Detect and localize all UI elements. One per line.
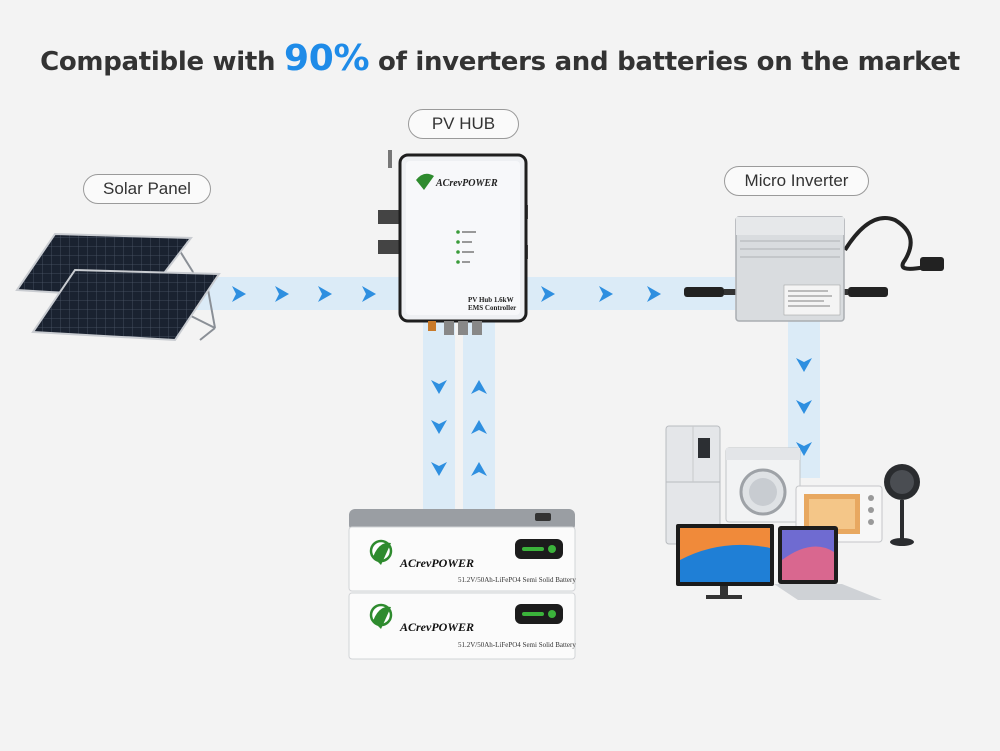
headline-highlight: 90%	[283, 38, 370, 79]
pv-hub-label-text: PV HUB	[431, 114, 496, 133]
arrow-down-icon	[431, 462, 447, 476]
hub-model-line1: PV Hub 1.6kW	[468, 296, 514, 304]
hub-brand-text: ACrevPOWER	[435, 178, 498, 189]
headline-before: Compatible with	[40, 47, 284, 77]
battery-brand-text: ACrevPOWER	[399, 620, 474, 634]
monitor-icon	[676, 524, 774, 599]
solar-panel-illustration	[15, 232, 221, 342]
pv-hub-device: ACrevPOWER PV Hub 1.6kW EMS Controller	[378, 150, 528, 335]
page-headline: Compatible with 90% of inverters and bat…	[0, 38, 1000, 79]
arrow-down-icon	[431, 380, 447, 394]
battery-module: ACrevPOWER 51.2V/50Ah-LiFePO4 Semi Solid…	[369, 539, 576, 584]
pv-hub-label: PV HUB	[408, 109, 519, 139]
battery-spec-text: 51.2V/50Ah-LiFePO4 Semi Solid Battery	[458, 576, 576, 584]
arrow-up-icon	[471, 420, 487, 434]
arrow-down-icon	[796, 400, 812, 414]
battery-brand-text: ACrevPOWER	[399, 556, 474, 570]
arrow-up-icon	[471, 462, 487, 476]
arrow-right-icon	[232, 286, 246, 302]
arrow-down-icon	[796, 442, 812, 456]
arrow-right-icon	[541, 286, 555, 302]
solar-panel-label-text: Solar Panel	[103, 179, 191, 198]
micro-inverter-label-text: Micro Inverter	[744, 171, 849, 190]
arrow-up-icon	[471, 380, 487, 394]
arrow-down-icon	[431, 420, 447, 434]
hub-model-line2: EMS Controller	[468, 304, 516, 312]
arrow-right-icon	[275, 286, 289, 302]
battery-stack: ACrevPOWER 51.2V/50Ah-LiFePO4 Semi Solid…	[348, 509, 576, 660]
arrow-right-icon	[599, 286, 613, 302]
arrow-down-icon	[796, 358, 812, 372]
washing-machine-icon	[725, 447, 801, 523]
arrow-right-icon	[362, 286, 376, 302]
laptop-icon	[774, 526, 882, 600]
fan-icon	[884, 464, 920, 546]
micro-inverter-label: Micro Inverter	[724, 166, 869, 196]
arrow-right-icon	[647, 286, 661, 302]
headline-after: of inverters and batteries on the market	[369, 47, 960, 77]
battery-spec-text: 51.2V/50Ah-LiFePO4 Semi Solid Battery	[458, 641, 576, 649]
battery-module: ACrevPOWER 51.2V/50Ah-LiFePO4 Semi Solid…	[369, 603, 576, 649]
flow-band-hub-to-battery	[423, 320, 455, 510]
home-appliances	[665, 425, 920, 600]
flow-band-battery-to-hub	[463, 320, 495, 510]
micro-inverter-device	[684, 216, 944, 322]
solar-panel-label: Solar Panel	[83, 174, 211, 204]
arrow-right-icon	[318, 286, 332, 302]
